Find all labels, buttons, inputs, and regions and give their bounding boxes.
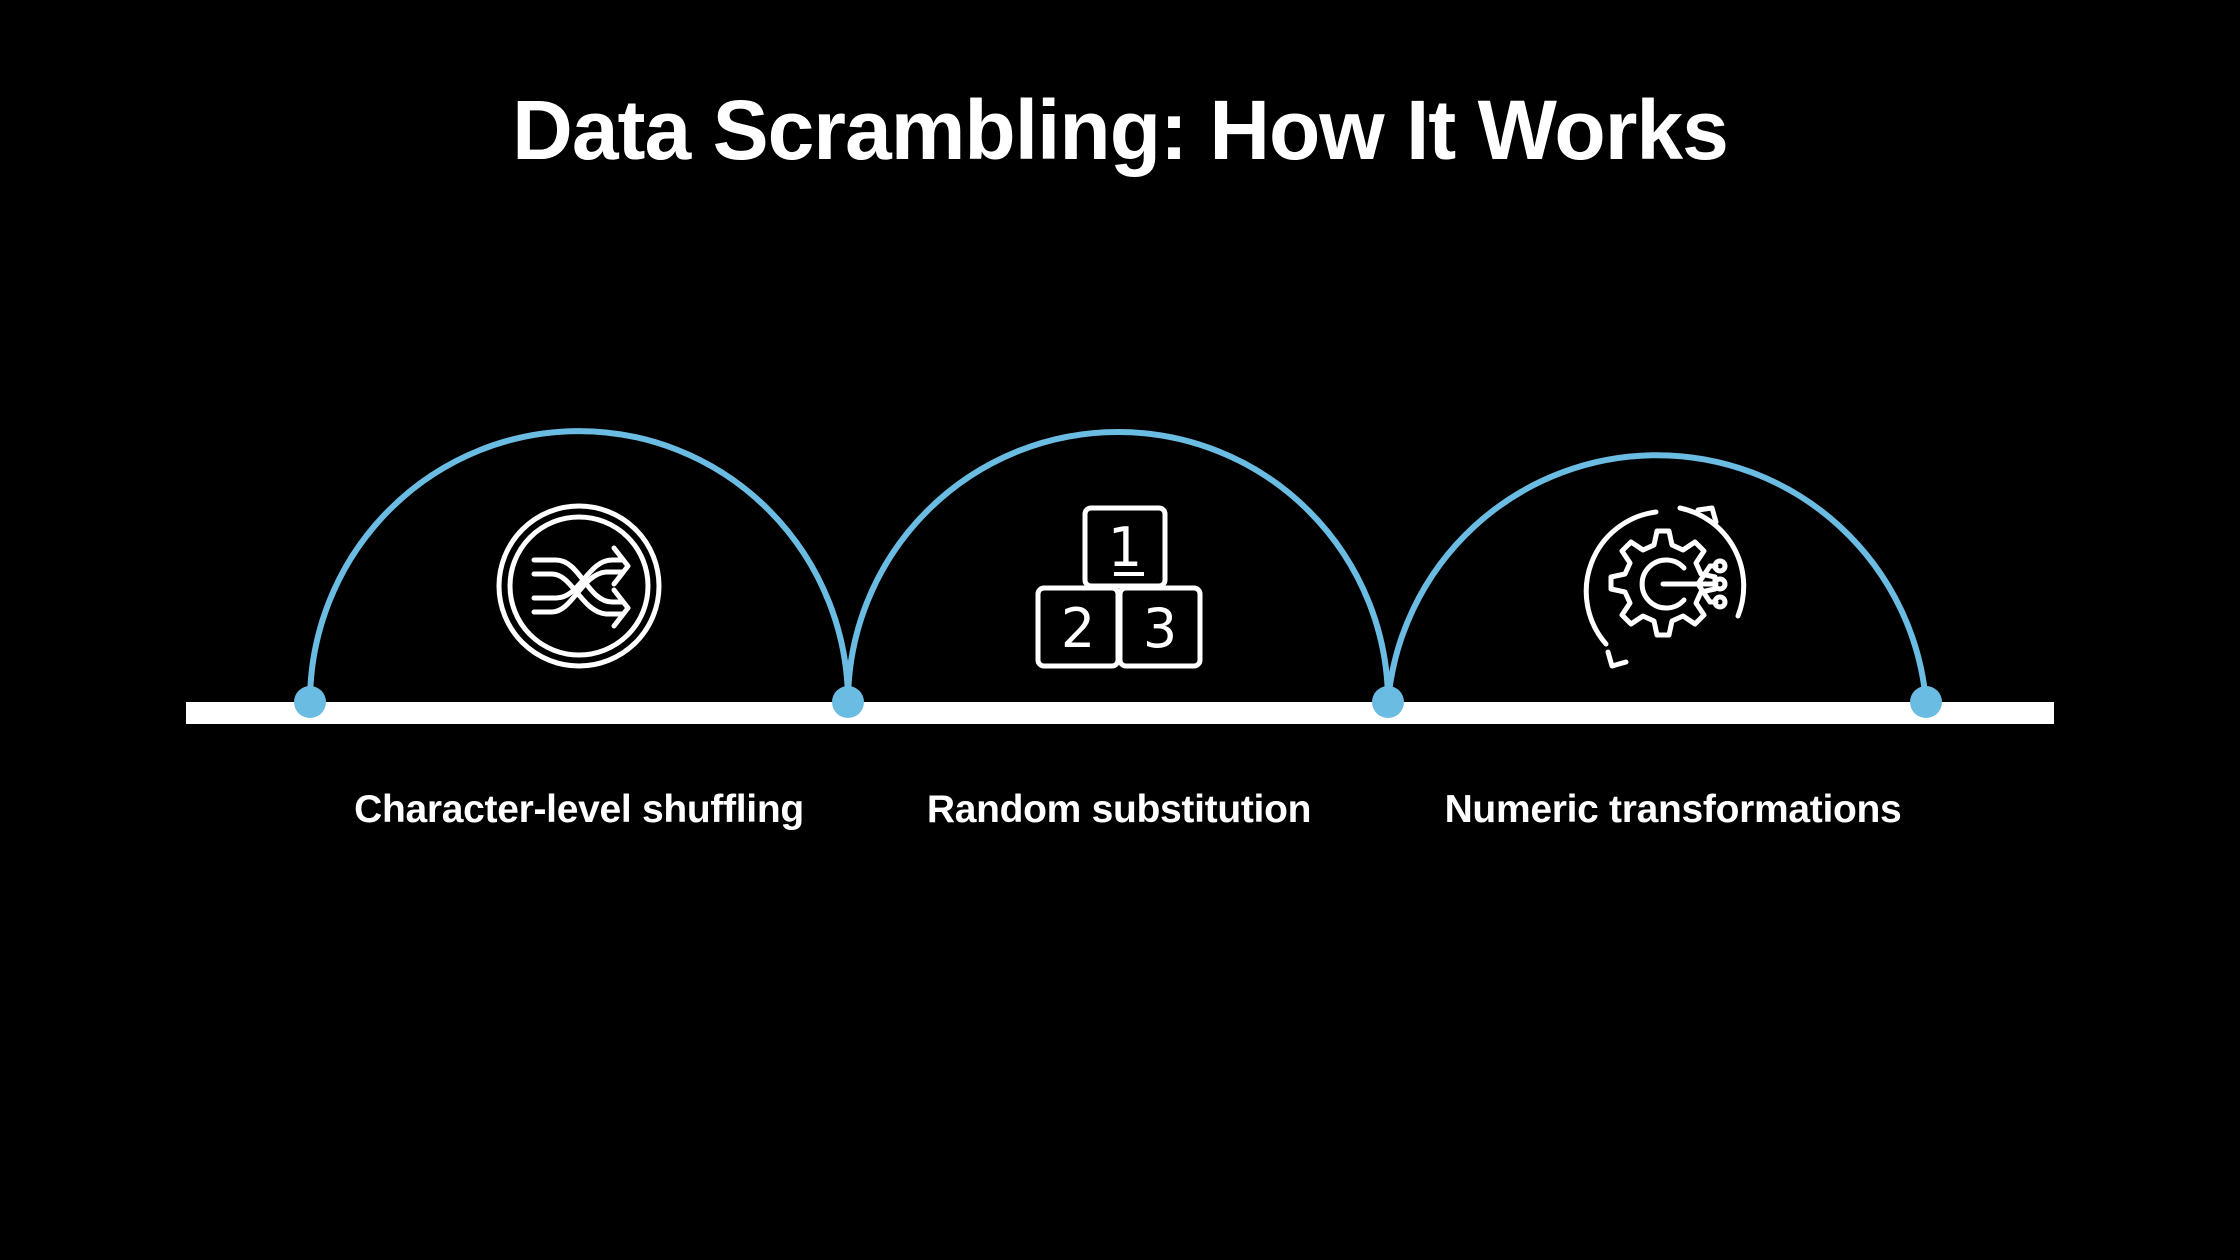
gear-transform-icon bbox=[1583, 505, 1747, 669]
block-number-bottom-right: 3 bbox=[1143, 597, 1177, 660]
block-number-bottom-left: 2 bbox=[1061, 597, 1095, 660]
timeline-dot-1 bbox=[294, 686, 326, 718]
shuffle-icon bbox=[496, 503, 662, 669]
timeline-bar bbox=[186, 702, 2054, 724]
number-blocks-icon: 1 2 3 bbox=[1035, 505, 1203, 669]
arc-step-2 bbox=[845, 429, 1391, 703]
block-number-top: 1 bbox=[1108, 516, 1142, 579]
arc-step-3 bbox=[1385, 452, 1929, 703]
page-title: Data Scrambling: How It Works bbox=[512, 83, 1729, 177]
timeline-dot-4 bbox=[1910, 686, 1942, 718]
step-label-random-substitution: Random substitution bbox=[926, 788, 1312, 831]
step-label-numeric-transformations: Numeric transformations bbox=[1444, 788, 1902, 831]
arc-step-1 bbox=[307, 428, 851, 703]
timeline-dot-2 bbox=[832, 686, 864, 718]
step-label-character-shuffling: Character-level shuffling bbox=[354, 788, 804, 831]
timeline-dot-3 bbox=[1372, 686, 1404, 718]
